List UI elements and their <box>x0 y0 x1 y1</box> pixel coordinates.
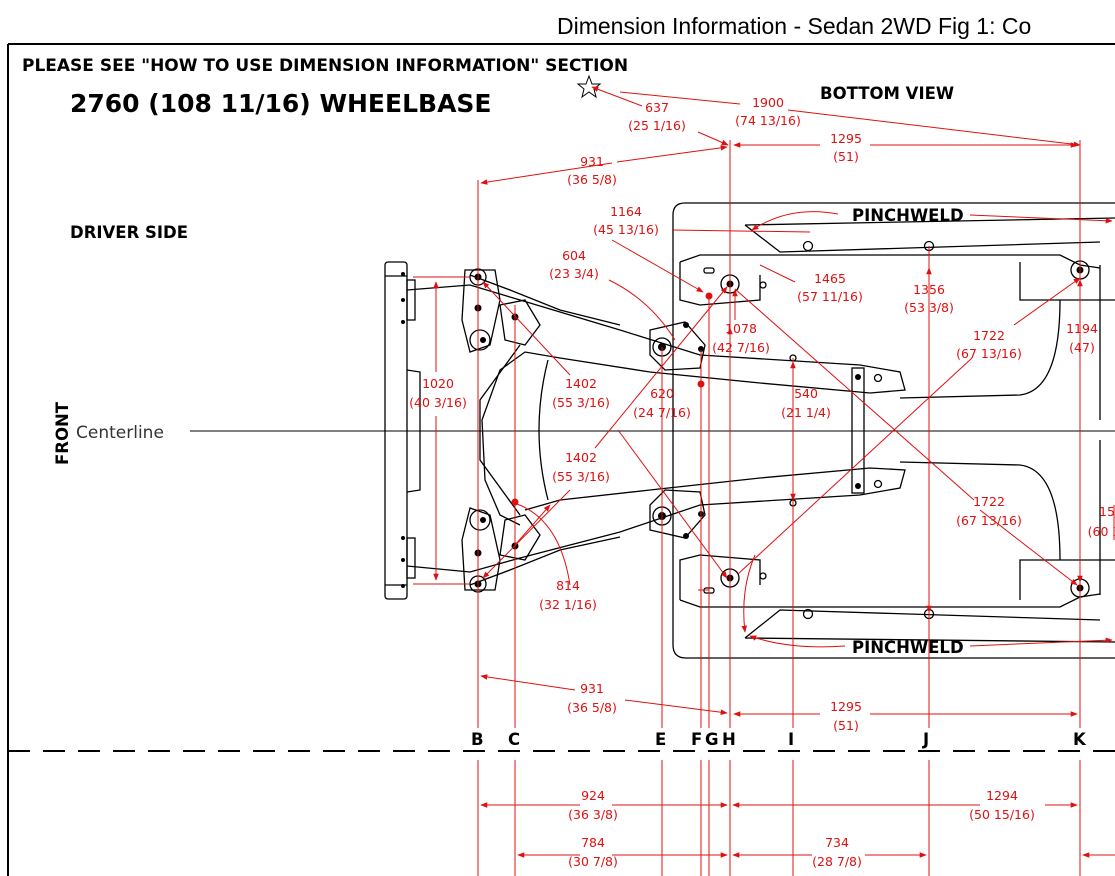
dim-mm: 1078 <box>725 321 757 336</box>
pinchweld-label-bottom: PINCHWELD <box>852 638 964 657</box>
notice-text: PLEASE SEE "HOW TO USE DIMENSION INFORMA… <box>22 56 628 76</box>
dim-in: (60 3 <box>1088 524 1115 539</box>
dim-mm: 1722 <box>973 328 1005 343</box>
ref-point-j: J <box>922 730 929 749</box>
dim-in: (28 7/8) <box>812 854 862 869</box>
dim-in: (67 13/16) <box>956 513 1022 528</box>
dim-mm: 15 <box>1099 504 1115 519</box>
dim-mm: 1020 <box>422 376 454 391</box>
dim-mm: 1194 <box>1066 321 1098 336</box>
dim-mm: 1164 <box>610 204 642 219</box>
dim-in: (24 7/16) <box>633 405 691 420</box>
dim-in: (51) <box>833 718 859 733</box>
ref-point-e: E <box>655 730 666 749</box>
dim-in: (45 13/16) <box>593 222 659 237</box>
dim-mm: 1295 <box>830 699 862 714</box>
ref-point-f: F <box>691 730 702 749</box>
ref-point-i: I <box>788 730 794 749</box>
pinchweld-label-top: PINCHWELD <box>852 206 964 225</box>
dimension-labels: 637 (25 1/16) 1900 (74 13/16) 1295 (51) … <box>409 95 1115 869</box>
dim-mm: 734 <box>825 835 849 850</box>
ref-point-g: G <box>705 730 719 749</box>
view-label: BOTTOM VIEW <box>820 84 954 103</box>
side-label: DRIVER SIDE <box>70 223 188 242</box>
dim-in: (55 3/16) <box>552 469 610 484</box>
dim-mm: 931 <box>580 681 604 696</box>
ref-point-b: B <box>471 730 484 749</box>
star-icon <box>576 74 602 99</box>
dim-in: (50 15/16) <box>969 807 1035 822</box>
dim-in: (40 3/16) <box>409 395 467 410</box>
dim-mm: 931 <box>580 154 604 169</box>
dim-in: (36 5/8) <box>567 172 617 187</box>
dimension-lines <box>413 86 1115 858</box>
dim-mm: 604 <box>562 248 586 263</box>
reference-point-labels: B C E F G H I J K <box>471 730 1087 749</box>
fastener-points <box>401 266 1084 592</box>
dim-mm: 1402 <box>565 450 597 465</box>
dim-mm: 637 <box>645 100 669 115</box>
dim-in: (25 1/16) <box>628 118 686 133</box>
dim-mm: 1294 <box>986 788 1018 803</box>
dim-mm: 1465 <box>814 271 846 286</box>
dim-in: (74 13/16) <box>735 113 801 128</box>
dim-in: (42 7/16) <box>712 340 770 355</box>
dim-in: (30 7/8) <box>568 854 618 869</box>
dim-in: (47) <box>1069 340 1095 355</box>
dim-mm: 1722 <box>973 494 1005 509</box>
ref-point-k: K <box>1073 730 1087 749</box>
dim-in: (32 1/16) <box>539 597 597 612</box>
front-label: FRONT <box>53 401 72 465</box>
dim-mm: 1356 <box>913 282 945 297</box>
dim-mm: 924 <box>581 788 605 803</box>
dim-in: (21 1/4) <box>781 405 831 420</box>
reference-lines <box>477 140 1081 876</box>
ref-point-h: H <box>722 730 736 749</box>
dim-mm: 1900 <box>752 95 784 110</box>
dim-in: (23 3/4) <box>549 266 599 281</box>
dim-mm: 620 <box>650 386 674 401</box>
ref-point-c: C <box>508 730 520 749</box>
centerline-label: Centerline <box>76 423 164 443</box>
sheet-frame <box>7 43 1115 876</box>
measurement-points <box>511 292 713 506</box>
dim-mm: 540 <box>794 386 818 401</box>
dim-in: (36 3/8) <box>568 807 618 822</box>
dim-in: (51) <box>833 149 859 164</box>
dim-in: (53 3/8) <box>904 300 954 315</box>
dim-in: (67 13/16) <box>956 346 1022 361</box>
dim-mm: 814 <box>556 578 580 593</box>
dim-in: (55 3/16) <box>552 395 610 410</box>
dim-in: (36 5/8) <box>567 700 617 715</box>
page-title: Dimension Information - Sedan 2WD Fig 1:… <box>557 13 1032 39</box>
dim-mm: 1295 <box>830 131 862 146</box>
dim-mm: 1402 <box>565 376 597 391</box>
dim-in: (57 11/16) <box>797 289 863 304</box>
dim-mm: 784 <box>581 835 605 850</box>
wheelbase-title: 2760 (108 11/16) WHEELBASE <box>70 89 492 118</box>
